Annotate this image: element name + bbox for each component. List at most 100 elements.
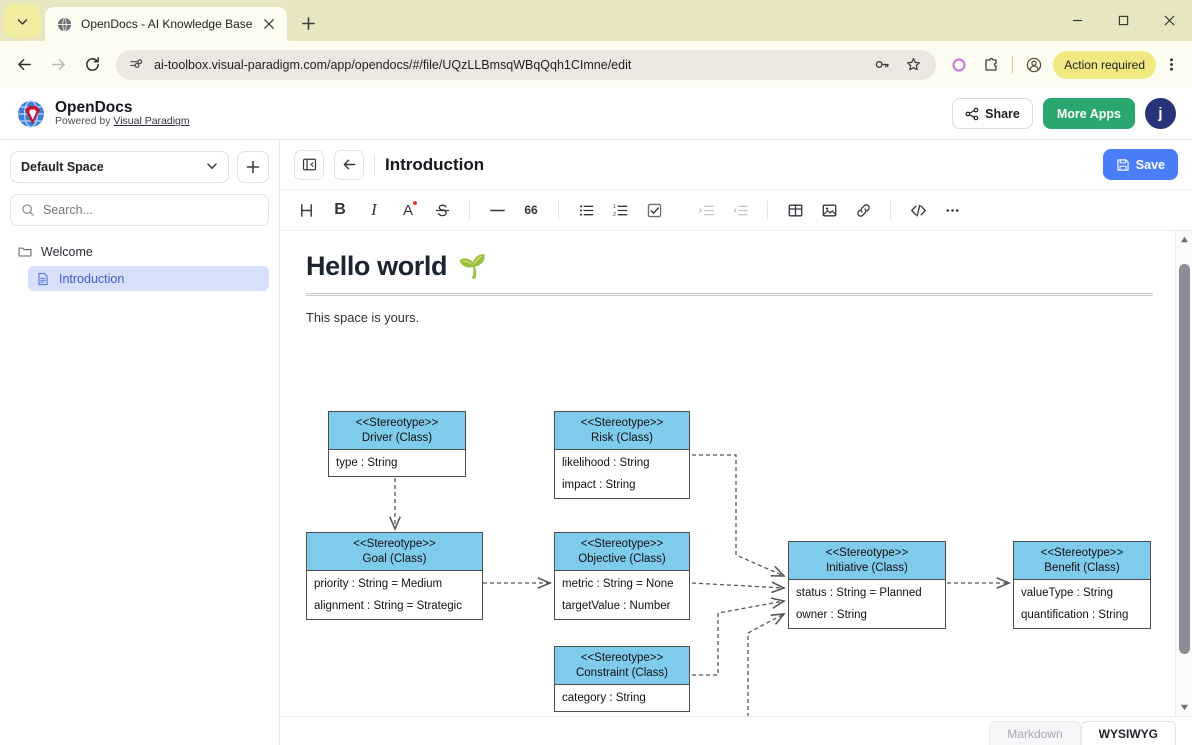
document-canvas[interactable]: Hello world 🌱 This space is yours.: [280, 231, 1175, 716]
indent-button[interactable]: [690, 195, 722, 225]
minimize-button[interactable]: [1054, 0, 1100, 41]
sidebar-item-welcome[interactable]: Welcome: [10, 239, 269, 264]
toolbar-divider: [890, 200, 891, 220]
close-window-button[interactable]: [1146, 0, 1192, 41]
code-icon: [910, 204, 926, 216]
caret-up-icon: [1180, 236, 1188, 243]
scroll-down-button[interactable]: [1176, 699, 1192, 716]
uml-class-header: <<Stereotype>> Risk (Class): [555, 412, 689, 451]
horizontal-rule-button[interactable]: [481, 195, 513, 225]
uml-attribute: targetValue : Number: [562, 600, 671, 613]
document-icon: [38, 272, 48, 285]
space-selector[interactable]: Default Space: [10, 151, 229, 183]
italic-button[interactable]: I: [358, 195, 390, 225]
uml-attributes: metric : String = None targetValue : Num…: [555, 571, 689, 619]
extension-circle-icon[interactable]: [944, 50, 974, 80]
maximize-button[interactable]: [1100, 0, 1146, 41]
search-box[interactable]: [10, 194, 269, 226]
table-button[interactable]: [779, 195, 811, 225]
new-tab-button[interactable]: [294, 9, 322, 37]
code-block-button[interactable]: [902, 195, 934, 225]
close-icon[interactable]: [260, 15, 278, 33]
uml-class-constraint[interactable]: <<Stereotype>> Constraint (Class) catego…: [554, 646, 690, 713]
uml-attribute: quantification : String: [1021, 609, 1129, 622]
window-controls: [1054, 0, 1192, 41]
bold-icon: B: [334, 201, 346, 218]
search-icon: [22, 204, 34, 216]
outdent-button[interactable]: [724, 195, 756, 225]
bullet-list-button[interactable]: [570, 195, 602, 225]
strikethrough-button[interactable]: [426, 195, 458, 225]
app-logo[interactable]: OpenDocs Powered by Visual Paradigm: [16, 99, 190, 129]
tab-wysiwyg[interactable]: WYSIWYG: [1080, 721, 1176, 745]
tab-markdown[interactable]: Markdown: [989, 721, 1081, 745]
add-space-button[interactable]: [237, 151, 269, 183]
share-button[interactable]: Share: [952, 98, 1033, 129]
reload-button[interactable]: [76, 49, 108, 81]
sidebar-item-introduction[interactable]: Introduction: [28, 266, 269, 291]
browser-toolbar: ai-toolbox.visual-paradigm.com/app/opend…: [0, 41, 1192, 88]
action-required-badge[interactable]: Action required: [1053, 50, 1156, 79]
uml-class-initiative[interactable]: <<Stereotype>> Initiative (Class) status…: [788, 541, 946, 630]
brand-subtitle: Powered by Visual Paradigm: [55, 115, 190, 128]
address-bar[interactable]: ai-toolbox.visual-paradigm.com/app/opend…: [116, 49, 937, 80]
image-button[interactable]: [813, 195, 845, 225]
browser-menu-button[interactable]: [1158, 51, 1184, 79]
password-key-icon[interactable]: [871, 54, 893, 76]
bookmark-star-icon[interactable]: [902, 54, 924, 76]
browser-tab[interactable]: OpenDocs - AI Knowledge Base: [45, 7, 288, 41]
document-heading: Hello world 🌱: [306, 251, 1149, 282]
profile-icon[interactable]: [1019, 50, 1049, 80]
visual-paradigm-link[interactable]: Visual Paradigm: [113, 115, 190, 128]
share-label: Share: [985, 106, 1020, 121]
tab-search-button[interactable]: [4, 4, 40, 38]
uml-class-benefit[interactable]: <<Stereotype>> Benefit (Class) valueType…: [1013, 541, 1151, 630]
uml-class-diagram[interactable]: <<Stereotype>> Driver (Class) type : Str…: [306, 333, 1166, 716]
save-button[interactable]: Save: [1102, 149, 1178, 180]
uml-class-driver[interactable]: <<Stereotype>> Driver (Class) type : Str…: [328, 411, 466, 478]
bold-button[interactable]: B: [324, 195, 356, 225]
link-icon: [856, 203, 870, 217]
class-name: Goal (Class): [362, 552, 427, 565]
toolbar-divider: [1012, 56, 1014, 73]
uml-class-goal[interactable]: <<Stereotype>> Goal (Class) priority : S…: [306, 532, 483, 621]
numbered-list-button[interactable]: 1 2: [604, 195, 636, 225]
uml-class-header: <<Stereotype>> Goal (Class): [307, 533, 482, 572]
uml-class-objective[interactable]: <<Stereotype>> Objective (Class) metric …: [554, 532, 690, 621]
uml-attribute: status : String = Planned: [796, 587, 922, 600]
back-button[interactable]: [8, 49, 40, 81]
outdent-icon: [733, 205, 748, 215]
back-button[interactable]: [334, 149, 364, 180]
forward-button[interactable]: [42, 49, 74, 81]
text-color-button[interactable]: A: [392, 195, 424, 225]
web-page: OpenDocs Powered by Visual Paradigm Shar…: [0, 88, 1192, 745]
toolbar-divider: [767, 200, 768, 220]
heading-button[interactable]: [290, 195, 322, 225]
more-apps-label: More Apps: [1056, 106, 1121, 121]
image-icon: [822, 204, 836, 216]
more-apps-button[interactable]: More Apps: [1042, 98, 1135, 129]
vertical-scrollbar[interactable]: [1175, 231, 1192, 716]
toggle-sidebar-button[interactable]: [294, 149, 324, 180]
scroll-up-button[interactable]: [1176, 231, 1192, 248]
uml-class-risk[interactable]: <<Stereotype>> Risk (Class) likelihood :…: [554, 411, 690, 500]
user-avatar[interactable]: j: [1145, 98, 1176, 129]
scrollbar-thumb[interactable]: [1178, 264, 1190, 654]
panel-collapse-icon: [302, 158, 316, 171]
editor-pane: Introduction Save: [280, 140, 1192, 745]
extensions-puzzle-icon[interactable]: [976, 50, 1006, 80]
checklist-button[interactable]: [638, 195, 670, 225]
uml-class-header: <<Stereotype>> Constraint (Class): [555, 647, 689, 686]
site-settings-icon[interactable]: [128, 56, 145, 73]
strikethrough-icon: [435, 204, 449, 216]
uml-attribute: category : String: [562, 692, 646, 705]
scrollbar-track[interactable]: [1176, 248, 1192, 699]
more-options-button[interactable]: [936, 195, 968, 225]
search-input[interactable]: [43, 203, 258, 217]
class-name: Driver (Class): [361, 431, 433, 444]
connector-constraint-initiative: [692, 601, 784, 676]
link-button[interactable]: [847, 195, 879, 225]
checkbox-icon: [647, 203, 661, 217]
blockquote-button[interactable]: 66: [515, 195, 547, 225]
